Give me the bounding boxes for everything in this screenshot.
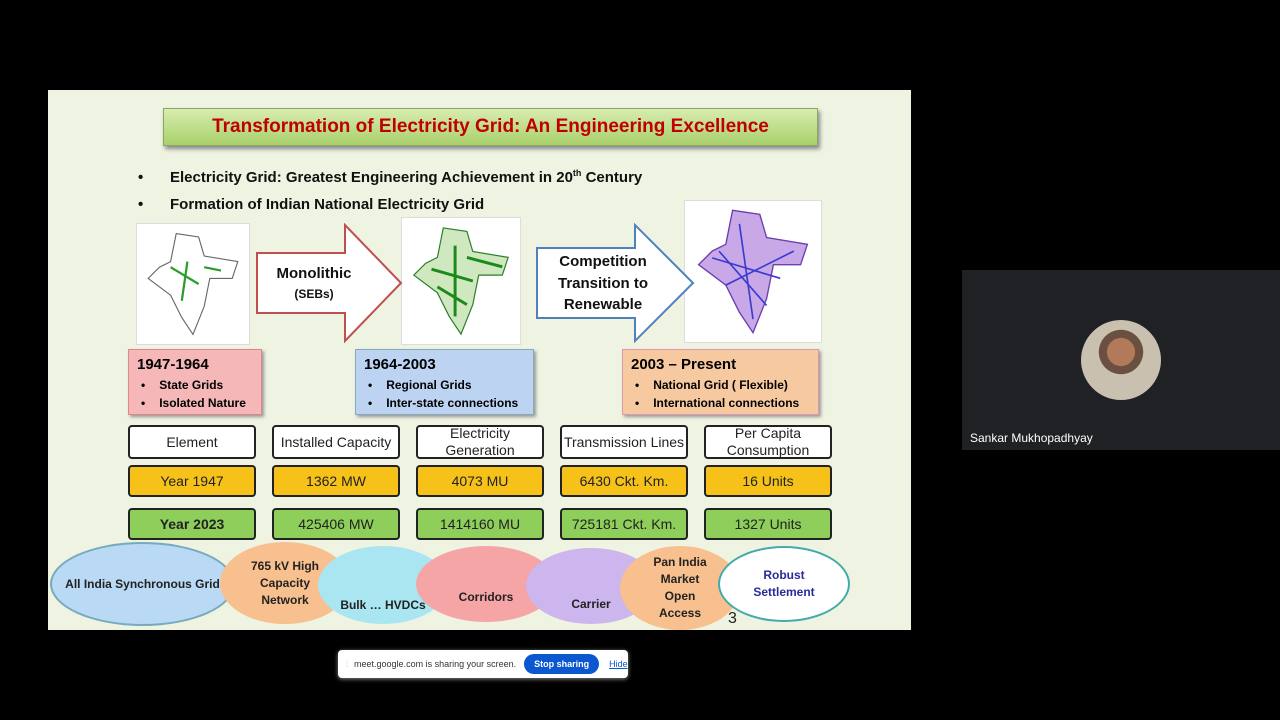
participant-name: Sankar Mukhopadhyay	[970, 431, 1093, 445]
era-1964-2003: 1964-2003Regional GridsInter-state conne…	[355, 349, 534, 415]
table-cell-row2023-1: 425406 MW	[272, 508, 400, 540]
table-cell-headers-0: Element	[128, 425, 256, 459]
arrow-monolithic: Monolithic (SEBs)	[255, 222, 403, 344]
presentation-slide: Transformation of Electricity Grid: An E…	[48, 90, 911, 630]
era-1947-1964: 1947-1964State GridsIsolated Nature	[128, 349, 262, 415]
table-cell-row1947-3: 6430 Ckt. Km.	[560, 465, 688, 497]
stop-sharing-button[interactable]: Stop sharing	[524, 654, 600, 674]
table-cell-headers-4: Per Capita Consumption	[704, 425, 832, 459]
arrow-competition: Competition Transition to Renewable	[535, 222, 695, 344]
india-map-regional-grids	[401, 217, 521, 345]
hide-banner-link[interactable]: Hide	[609, 659, 628, 669]
table-cell-row2023-2: 1414160 MU	[416, 508, 544, 540]
bullet-2: •Formation of Indian National Electricit…	[138, 196, 485, 213]
table-cell-row2023-0: Year 2023	[128, 508, 256, 540]
share-banner-text: meet.google.com is sharing your screen.	[354, 659, 517, 669]
table-cell-row2023-3: 725181 Ckt. Km.	[560, 508, 688, 540]
cloud-synchronous-grid: All India Synchronous Grid	[50, 542, 235, 626]
cloud-robust-settlement: Robust Settlement	[718, 546, 850, 622]
participant-video	[1081, 320, 1161, 400]
table-cell-headers-2: Electricity Generation	[416, 425, 544, 459]
table-cell-row1947-1: 1362 MW	[272, 465, 400, 497]
table-cell-row1947-0: Year 1947	[128, 465, 256, 497]
cloud-open-access: Pan India Market Open Access	[620, 546, 740, 630]
table-cell-headers-1: Installed Capacity	[272, 425, 400, 459]
table-cell-row1947-2: 4073 MU	[416, 465, 544, 497]
table-cell-row1947-4: 16 Units	[704, 465, 832, 497]
table-cell-row2023-4: 1327 Units	[704, 508, 832, 540]
page-number: 3	[728, 610, 737, 627]
india-map-national-grid	[684, 200, 822, 343]
bullet-1: •Electricity Grid: Greatest Engineering …	[138, 168, 643, 186]
table-cell-headers-3: Transmission Lines	[560, 425, 688, 459]
participant-tile[interactable]: Sankar Mukhopadhyay	[962, 270, 1280, 450]
drag-handle-icon[interactable]: ⦙	[346, 658, 349, 669]
india-map-state-grids	[136, 223, 250, 345]
screen-share-banner: ⦙ meet.google.com is sharing your screen…	[338, 650, 628, 678]
era-2003-present: 2003 – PresentNational Grid ( Flexible)I…	[622, 349, 819, 415]
slide-title: Transformation of Electricity Grid: An E…	[163, 108, 818, 146]
